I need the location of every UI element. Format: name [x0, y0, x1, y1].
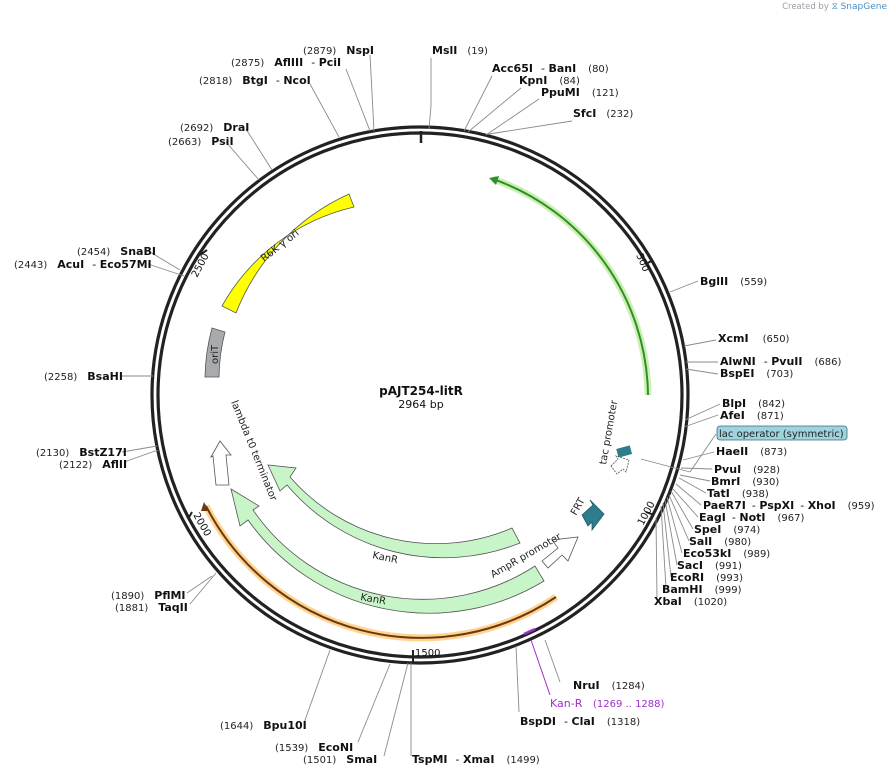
site-alwNI-pvuII[interactable]: AlwNI- PvuII(686) — [720, 355, 841, 368]
lambda-t0-label: lambda t0 terminator — [228, 399, 279, 503]
kan-r-primer-name: Kan-R — [550, 697, 583, 710]
site-bamHI[interactable]: BamHI(999) — [662, 583, 742, 596]
site-taqII[interactable]: (1881)TaqII — [115, 601, 188, 614]
site-blpI[interactable]: BlpI(842) — [722, 397, 785, 410]
kanr-outer-label: KanR — [359, 592, 386, 607]
site-pflMI[interactable]: (1890)PflMI — [111, 589, 186, 602]
site-acc65I-banI[interactable]: Acc65I- BanI(80) — [492, 62, 609, 75]
r6k-ori-label: R6K γ ori — [259, 228, 301, 264]
site-kpnI[interactable]: KpnI(84) — [519, 74, 580, 87]
site-sfcI[interactable]: SfcI(232) — [573, 107, 633, 120]
orange-orf-feature[interactable] — [201, 502, 558, 642]
frt-feature[interactable]: FRT — [569, 496, 605, 532]
tick-marks — [187, 249, 655, 662]
site-bpu10I[interactable]: (1644)Bpu10I — [220, 719, 307, 732]
watermark-brand: SnapGene — [840, 2, 887, 12]
site-btgI-ncoI[interactable]: (2818)BtgI- NcoI — [199, 74, 311, 87]
site-sacI[interactable]: SacI(991) — [677, 559, 742, 572]
kan-r-primer[interactable]: Kan-R (1269 .. 1288) — [523, 627, 665, 710]
site-nruI[interactable]: NruI(1284) — [573, 679, 645, 692]
site-bmrI[interactable]: BmrI(930) — [711, 475, 779, 488]
site-snaBI[interactable]: (2454)SnaBI — [77, 245, 156, 258]
site-aflII[interactable]: (2122)AflII — [59, 458, 127, 471]
tick-1500: 1500 — [415, 648, 440, 659]
r6k-ori-feature[interactable]: R6K γ ori — [221, 193, 355, 314]
site-paeR7I-pspXI-xhoI[interactable]: PaeR7I- PspXI- XhoI(959) — [703, 499, 875, 512]
green-orf-feature[interactable] — [489, 175, 652, 396]
snapgene-logo-icon: ⧖ — [831, 2, 838, 12]
site-aflIII-pciI[interactable]: (2875)AflIII- PciI — [231, 56, 341, 69]
plasmid-name: pAJT254-litR — [379, 384, 463, 398]
site-smaI[interactable]: (1501)SmaI — [303, 753, 377, 766]
site-leader-lines — [120, 54, 721, 757]
site-ppuMI[interactable]: PpuMI(121) — [541, 86, 619, 99]
site-eagI-notI[interactable]: EagI- NotI(967) — [699, 511, 804, 524]
site-afeI[interactable]: AfeI(871) — [720, 409, 784, 422]
site-bspEI[interactable]: BspEI(703) — [720, 367, 793, 380]
site-draI[interactable]: (2692)DraI — [180, 121, 249, 134]
site-eco53kI[interactable]: Eco53kI(989) — [683, 547, 770, 560]
site-speI[interactable]: SpeI(974) — [694, 523, 760, 536]
lac-operator-label-box[interactable]: lac operator (symmetric) — [716, 425, 848, 441]
plasmid-length: 2964 bp — [398, 398, 443, 411]
site-bsaHI[interactable]: (2258)BsaHI — [44, 370, 123, 383]
tac-promoter-feature[interactable]: tac promoter — [598, 399, 633, 475]
tac-promoter-label: tac promoter — [598, 399, 620, 466]
watermark-created-by: Created by — [782, 2, 829, 12]
kan-r-primer-range: (1269 .. 1288) — [593, 699, 665, 710]
lac-operator-label: lac operator (symmetric) — [719, 429, 844, 440]
kanr-inner-label: KanR — [371, 550, 399, 566]
lambda-t0-terminator-feature[interactable]: lambda t0 terminator — [210, 399, 279, 503]
site-labels: MslI(19) Acc65I- BanI(80) KpnI(84) PpuMI… — [14, 44, 875, 766]
site-bspDI-claI[interactable]: BspDI- ClaI(1318) — [520, 715, 640, 728]
site-bstZ17I[interactable]: (2130)BstZ17I — [36, 446, 127, 459]
snapgene-watermark: Created by ⧖ SnapGene — [782, 2, 887, 12]
site-psiI[interactable]: (2663)PsiI — [168, 135, 234, 148]
site-pvuI[interactable]: PvuI(928) — [714, 463, 780, 476]
kanr-inner-feature[interactable]: KanR — [267, 464, 521, 566]
orit-label: oriT — [210, 344, 221, 364]
site-ecoNI[interactable]: (1539)EcoNI — [275, 741, 353, 754]
orit-feature[interactable]: oriT — [204, 327, 226, 378]
site-tspMI-xmaI[interactable]: TspMI- XmaI(1499) — [412, 753, 540, 766]
site-salI[interactable]: SalI(980) — [689, 535, 751, 548]
site-mslI[interactable]: MslI(19) — [432, 44, 488, 57]
site-acuI-eco57MI[interactable]: (2443)AcuI- Eco57MI — [14, 258, 152, 271]
site-tatI[interactable]: TatI(938) — [707, 487, 769, 500]
site-haeII[interactable]: HaeII(873) — [716, 445, 787, 458]
kanr-outer-feature[interactable]: KanR — [230, 488, 545, 614]
site-nspI[interactable]: (2879)NspI — [303, 44, 374, 57]
site-ecoRI[interactable]: EcoRI(993) — [670, 571, 743, 584]
site-xcmI[interactable]: XcmI(650) — [718, 332, 790, 345]
site-xbaI[interactable]: XbaI(1020) — [654, 595, 727, 608]
site-bglII[interactable]: BglII(559) — [700, 275, 767, 288]
